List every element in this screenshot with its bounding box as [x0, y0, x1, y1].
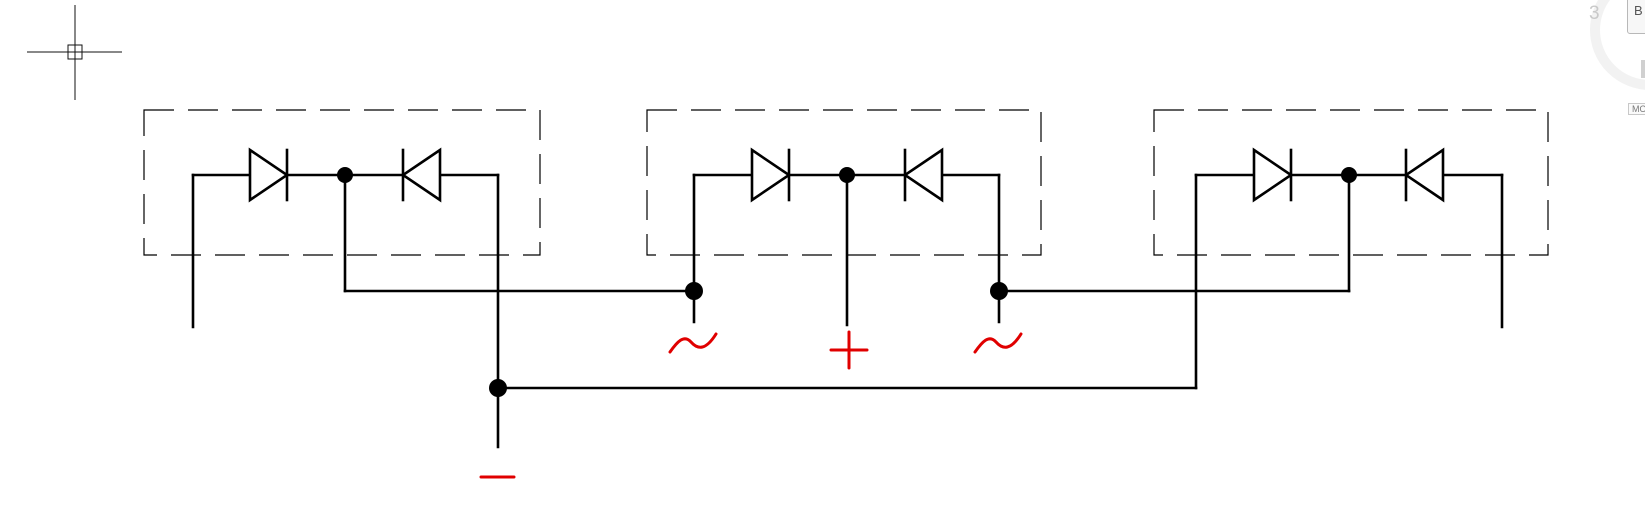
- module-2-diode-b-icon[interactable]: [902, 147, 944, 203]
- crosshair-cursor-icon: [27, 5, 122, 100]
- module-2[interactable]: [646, 109, 1042, 327]
- dc-plus-terminal-icon: [829, 330, 869, 370]
- module-1-diode-b-icon[interactable]: [400, 147, 442, 203]
- viewcube-face[interactable]: B: [1627, 0, 1645, 34]
- module-3-boundary: [1153, 109, 1549, 256]
- ac-left-node: [685, 282, 703, 300]
- ac-right-terminal-icon: [973, 332, 1023, 354]
- viewcube-number: 3: [1589, 3, 1600, 24]
- module-3-junction-node: [1341, 167, 1357, 183]
- module-1-diode-a-icon[interactable]: [248, 147, 290, 203]
- module-3-diode-a-icon[interactable]: [1252, 147, 1294, 203]
- ac-right-node: [990, 282, 1008, 300]
- module-3-diode-b-icon[interactable]: [1403, 147, 1445, 203]
- module-2-boundary: [646, 109, 1042, 256]
- viewcube-marker: [1641, 60, 1645, 78]
- module-3[interactable]: [1153, 109, 1549, 390]
- module-2-junction-node: [839, 167, 855, 183]
- dc-minus-node: [489, 379, 507, 397]
- model-space-label[interactable]: MO: [1628, 103, 1645, 115]
- ac-left-terminal-icon: [668, 332, 718, 354]
- module-1-boundary: [143, 109, 541, 256]
- module-1-junction-node: [337, 167, 353, 183]
- module-1[interactable]: [143, 109, 541, 449]
- module-2-diode-a-icon[interactable]: [750, 147, 792, 203]
